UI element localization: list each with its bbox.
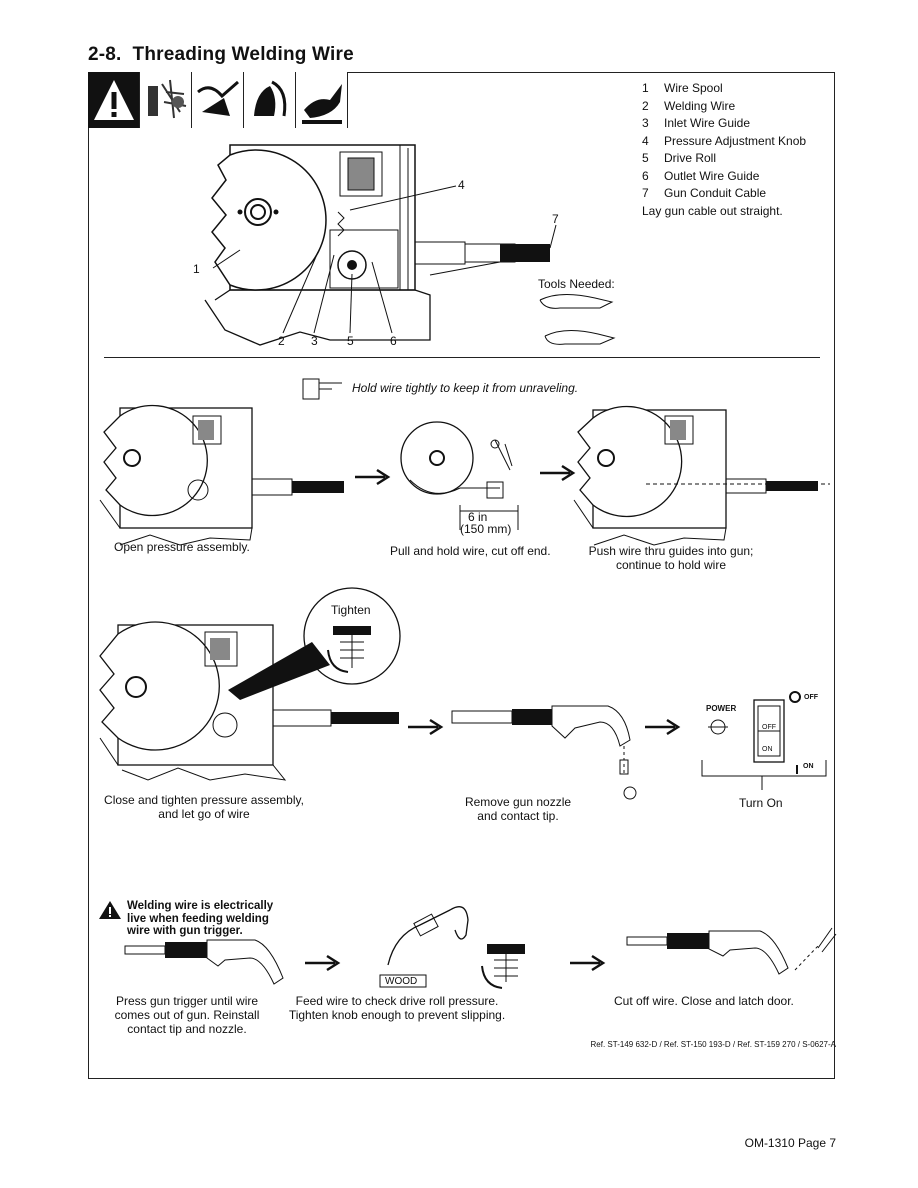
step-close-caption: Close and tighten pressure assembly,and … xyxy=(104,793,304,821)
step-push-caption: Push wire thru guides into gun;continue … xyxy=(588,544,754,572)
step-open-caption: Open pressure assembly. xyxy=(114,540,250,554)
content-frame xyxy=(88,72,835,1079)
tools-needed-label: Tools Needed: xyxy=(538,277,615,291)
warning-icon-strip xyxy=(88,72,348,128)
section-heading: Threading Welding Wire xyxy=(132,44,354,65)
reference-numbers: Ref. ST-149 632-D / Ref. ST-150 193-D / … xyxy=(590,1040,836,1049)
power-label: POWER xyxy=(706,704,737,713)
pointing-hand-icon xyxy=(302,378,342,400)
section-title: 2-8. Threading Welding Wire xyxy=(88,44,354,66)
switch-on-text: ON xyxy=(762,746,773,753)
page-footer: OM-1310 Page 7 xyxy=(744,1136,836,1150)
electric-shock-sparks-icon xyxy=(140,72,192,128)
hot-surface-icon xyxy=(296,72,348,128)
on-label: ON xyxy=(803,763,814,770)
switch-off-text: OFF xyxy=(762,724,776,731)
callout-4: 4 xyxy=(458,178,465,192)
callout-6: 6 xyxy=(390,334,397,348)
dim-6in: 6 in xyxy=(468,510,488,524)
step-cut-caption: Cut off wire. Close and latch door. xyxy=(614,994,794,1008)
callout-5: 5 xyxy=(347,334,354,348)
section-divider xyxy=(104,357,820,358)
warning-triangle-icon xyxy=(88,72,140,128)
legend-note: Lay gun cable out straight. xyxy=(642,203,783,218)
section-number: 2-8. xyxy=(88,44,122,65)
hand-entanglement-icon xyxy=(244,72,296,128)
hint-text: Hold wire tightly to keep it from unrave… xyxy=(352,381,579,395)
step-turn-on-caption: Turn On xyxy=(739,796,783,810)
callout-3: 3 xyxy=(311,334,318,348)
wire-puncture-icon xyxy=(192,72,244,128)
wood-label: WOOD xyxy=(385,976,418,987)
off-label: OFF xyxy=(804,694,818,701)
dim-150mm: (150 mm) xyxy=(460,522,512,536)
live-wire-warning-icon xyxy=(99,901,121,919)
step-pull-caption: Pull and hold wire, cut off end. xyxy=(390,544,551,558)
callout-1: 1 xyxy=(193,262,200,276)
callout-2: 2 xyxy=(278,334,285,348)
tighten-label: Tighten xyxy=(331,603,371,617)
step-feed-caption: Feed wire to check drive roll pressure.T… xyxy=(288,994,506,1022)
callout-7: 7 xyxy=(552,212,559,226)
